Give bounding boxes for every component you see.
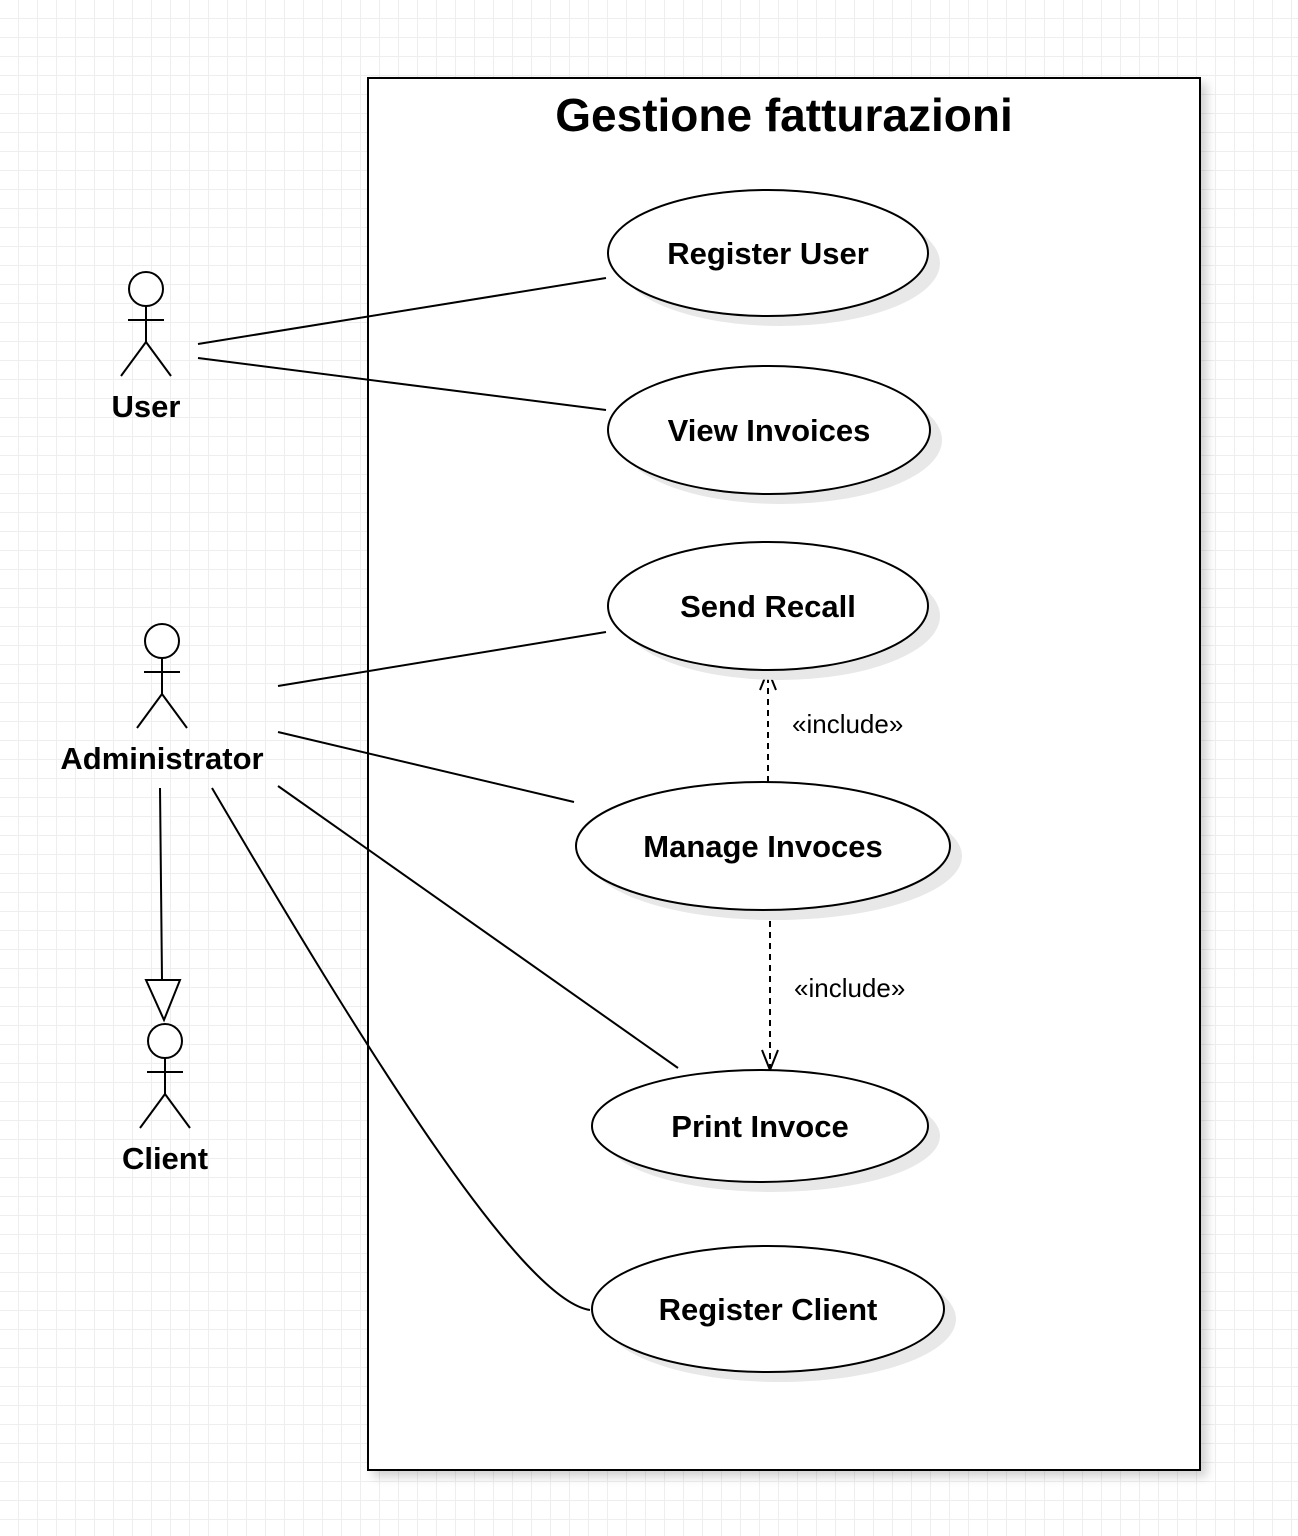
assoc-admin-register-client[interactable] — [211, 787, 591, 1311]
associations — [197, 277, 679, 1311]
generalization-arrowhead-icon — [144, 979, 182, 1023]
use-case-label: View Invoices — [668, 413, 871, 448]
use-case-label: Send Recall — [680, 589, 856, 624]
use-case-register-client[interactable]: Register Client — [591, 1245, 956, 1382]
include-label-bottom: «include» — [794, 973, 905, 1003]
include-label-top: «include» — [792, 709, 903, 739]
generalization-admin-client[interactable] — [144, 787, 182, 1023]
actor-client[interactable]: Client — [122, 1023, 208, 1176]
actor-label: Client — [122, 1141, 208, 1176]
use-case-view-invoices[interactable]: View Invoices — [607, 365, 942, 504]
use-case-send-recall[interactable]: Send Recall — [607, 541, 940, 680]
assoc-user-register-user[interactable] — [197, 277, 607, 345]
use-case-label: Print Invoce — [671, 1109, 848, 1144]
use-case-print-invoce[interactable]: Print Invoce — [591, 1069, 940, 1192]
stick-figure-icon — [136, 623, 188, 729]
actor-label: Administrator — [60, 741, 263, 776]
use-case-label: Register Client — [659, 1292, 878, 1327]
use-case-label: Register User — [667, 236, 869, 271]
system-title: Gestione fatturazioni — [555, 89, 1012, 141]
stick-figure-icon — [120, 271, 172, 377]
use-case-manage-invoces[interactable]: Manage Invoces — [575, 781, 962, 920]
assoc-user-view-invoices[interactable] — [197, 357, 607, 411]
use-case-label: Manage Invoces — [643, 829, 882, 864]
actor-user[interactable]: User — [112, 271, 181, 424]
actor-administrator[interactable]: Administrator — [60, 623, 264, 776]
assoc-admin-print-invoce[interactable] — [277, 785, 679, 1069]
assoc-admin-send-recall[interactable] — [277, 631, 607, 687]
use-case-register-user[interactable]: Register User — [607, 189, 940, 326]
actor-label: User — [112, 389, 181, 424]
stick-figure-icon — [139, 1023, 191, 1129]
assoc-admin-manage-invoces[interactable] — [277, 731, 575, 803]
